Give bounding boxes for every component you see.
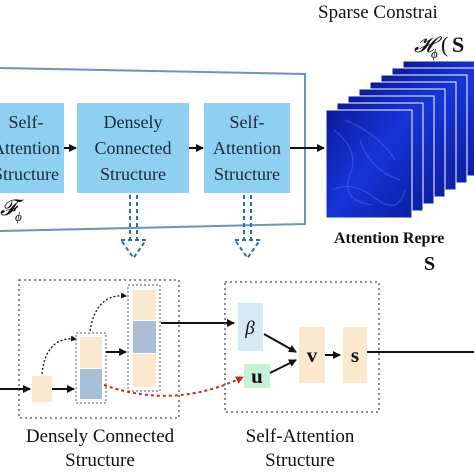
s-label: s <box>351 343 359 367</box>
dense-feature-3b <box>133 321 156 353</box>
beta-label: β <box>244 318 255 339</box>
attention-map-texture <box>359 139 401 181</box>
dense-caption-line1: Densely Connected <box>26 426 175 447</box>
red-dotted-link <box>103 376 244 397</box>
block2-line1: Densely <box>104 112 163 132</box>
attention-map-texture <box>331 185 406 206</box>
dense-detail-frame <box>18 279 180 419</box>
h-open-paren: ( <box>441 32 448 57</box>
block3-line2: Attention <box>213 138 281 158</box>
dense-skip-2 <box>89 292 127 332</box>
beta-box <box>238 303 263 351</box>
f-subscript: ϕ <box>15 209 22 224</box>
encoder-block-self-attention-right <box>204 103 290 193</box>
attention-detail-frame <box>224 281 380 413</box>
block2-line2: Connected <box>95 138 172 158</box>
v-box <box>299 327 325 383</box>
attention-representation-symbol: S <box>424 253 435 275</box>
dense-skip-1 <box>41 335 77 375</box>
dense-caption-line2: Structure <box>65 450 135 471</box>
attention-representation-caption: Attention Repre <box>334 230 444 247</box>
dense-feature-1 <box>32 376 52 402</box>
block1-line1: Self- <box>9 112 44 132</box>
block1-line3: Structure <box>0 164 59 184</box>
dense-layer-3-frame <box>127 284 161 392</box>
h-argument: S <box>452 32 464 57</box>
attention-map-texture <box>333 129 373 206</box>
u-label: u <box>251 364 263 388</box>
dense-layer-2-frame <box>75 332 107 404</box>
attention-caption-line1: Self-Attention <box>246 426 355 447</box>
sparse-constraint-function: 𝓗 ϕ ( S <box>414 32 464 61</box>
u-box <box>244 364 270 388</box>
attention-map-tile <box>325 109 413 219</box>
s-box <box>343 327 367 383</box>
block3-line3: Structure <box>214 164 280 184</box>
v-label: v <box>307 343 318 367</box>
block1-line2: Attention <box>0 138 60 158</box>
h-symbol: 𝓗 <box>414 32 443 57</box>
encoder-block-densely-connected <box>77 103 189 193</box>
expand-arrow-densely-connected <box>119 195 148 260</box>
attention-caption-line2: Structure <box>265 450 335 471</box>
beta-to-v-arrow <box>263 333 297 353</box>
encoder-block-self-attention-left <box>0 103 64 193</box>
attention-representation-maps <box>325 60 474 219</box>
h-subscript: ϕ <box>431 46 438 61</box>
sparse-constraint-title: Sparse Constrai <box>318 2 438 23</box>
dense-feature-2a <box>80 337 102 368</box>
dense-feature-3c <box>133 354 156 387</box>
u-to-v-arrow <box>269 359 297 374</box>
expand-arrow-self-attention <box>233 195 262 260</box>
block2-line3: Structure <box>100 164 166 184</box>
dense-feature-2b <box>80 369 102 399</box>
dense-feature-3a <box>133 290 156 320</box>
attention-map-texture <box>344 119 396 161</box>
block3-line1: Self- <box>230 112 265 132</box>
